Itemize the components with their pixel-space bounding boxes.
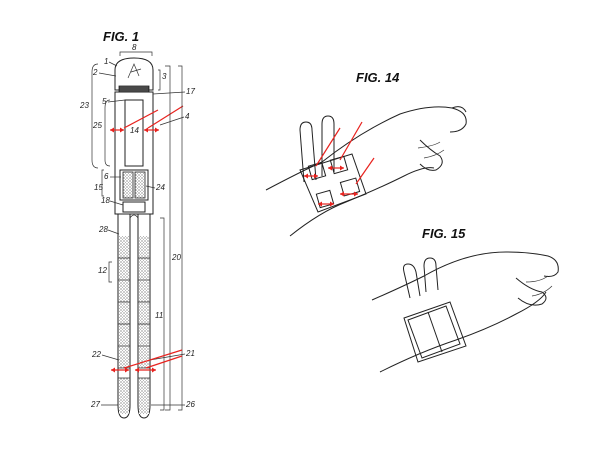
fig15-title: FIG. 15 — [422, 226, 466, 241]
brace-right-long — [165, 65, 171, 411]
arm-upper-contour — [265, 106, 467, 191]
ref-6: 6 — [104, 172, 109, 181]
ref-26: 26 — [185, 400, 195, 409]
ref-12: 12 — [98, 266, 107, 275]
tail2-right-up — [423, 257, 439, 293]
strap-head — [114, 57, 154, 91]
wrap2-band — [403, 301, 467, 363]
buckle-block — [122, 201, 146, 213]
ref-20: 20 — [171, 253, 181, 262]
ref-1: 1 — [104, 57, 108, 66]
ref-5: 5 — [102, 97, 107, 106]
ref-3: 3 — [162, 72, 167, 81]
ref-28: 28 — [98, 225, 108, 234]
tail2-left-up — [403, 263, 421, 299]
ref-4: 4 — [185, 112, 190, 121]
pad-right — [134, 171, 146, 199]
fig14-title: FIG. 14 — [356, 70, 400, 85]
fig1-title: FIG. 1 — [103, 29, 139, 44]
figure-15: FIG. 15 — [371, 226, 559, 373]
tail-right — [137, 214, 151, 419]
ref-11: 11 — [155, 311, 163, 320]
tail-left-up — [299, 121, 317, 183]
ref-23: 23 — [79, 101, 89, 110]
figure-1: FIG. 1 8 1 2 3 14 5 17 4 — [79, 29, 195, 419]
arm-lower-contour — [289, 167, 435, 237]
arm2-upper-contour — [371, 251, 559, 301]
tail-right-up — [321, 115, 335, 176]
pad-left — [122, 171, 134, 199]
ref-15: 15 — [94, 183, 103, 192]
ref-17: 17 — [186, 87, 195, 96]
ref-21: 21 — [185, 349, 195, 358]
thumb-contour — [419, 139, 443, 171]
window-panel — [124, 99, 144, 167]
arm2-lower-contour — [379, 291, 547, 373]
logo-mark-icon — [127, 63, 142, 79]
ref-14: 14 — [130, 126, 139, 135]
velcro-segments — [118, 236, 150, 414]
hook-strip-top — [118, 85, 150, 93]
thumb2-contour — [515, 277, 547, 306]
tail-left — [117, 214, 131, 419]
brace-8 — [119, 51, 153, 56]
ref-22: 22 — [91, 350, 101, 359]
strap-body — [114, 91, 154, 215]
figure-14: FIG. 14 — [265, 70, 467, 237]
ref-8: 8 — [132, 43, 137, 52]
ref-25: 25 — [92, 121, 102, 130]
ref-27: 27 — [90, 400, 100, 409]
ref-24: 24 — [155, 183, 165, 192]
ref-18: 18 — [101, 196, 110, 205]
ref-2: 2 — [92, 68, 98, 77]
